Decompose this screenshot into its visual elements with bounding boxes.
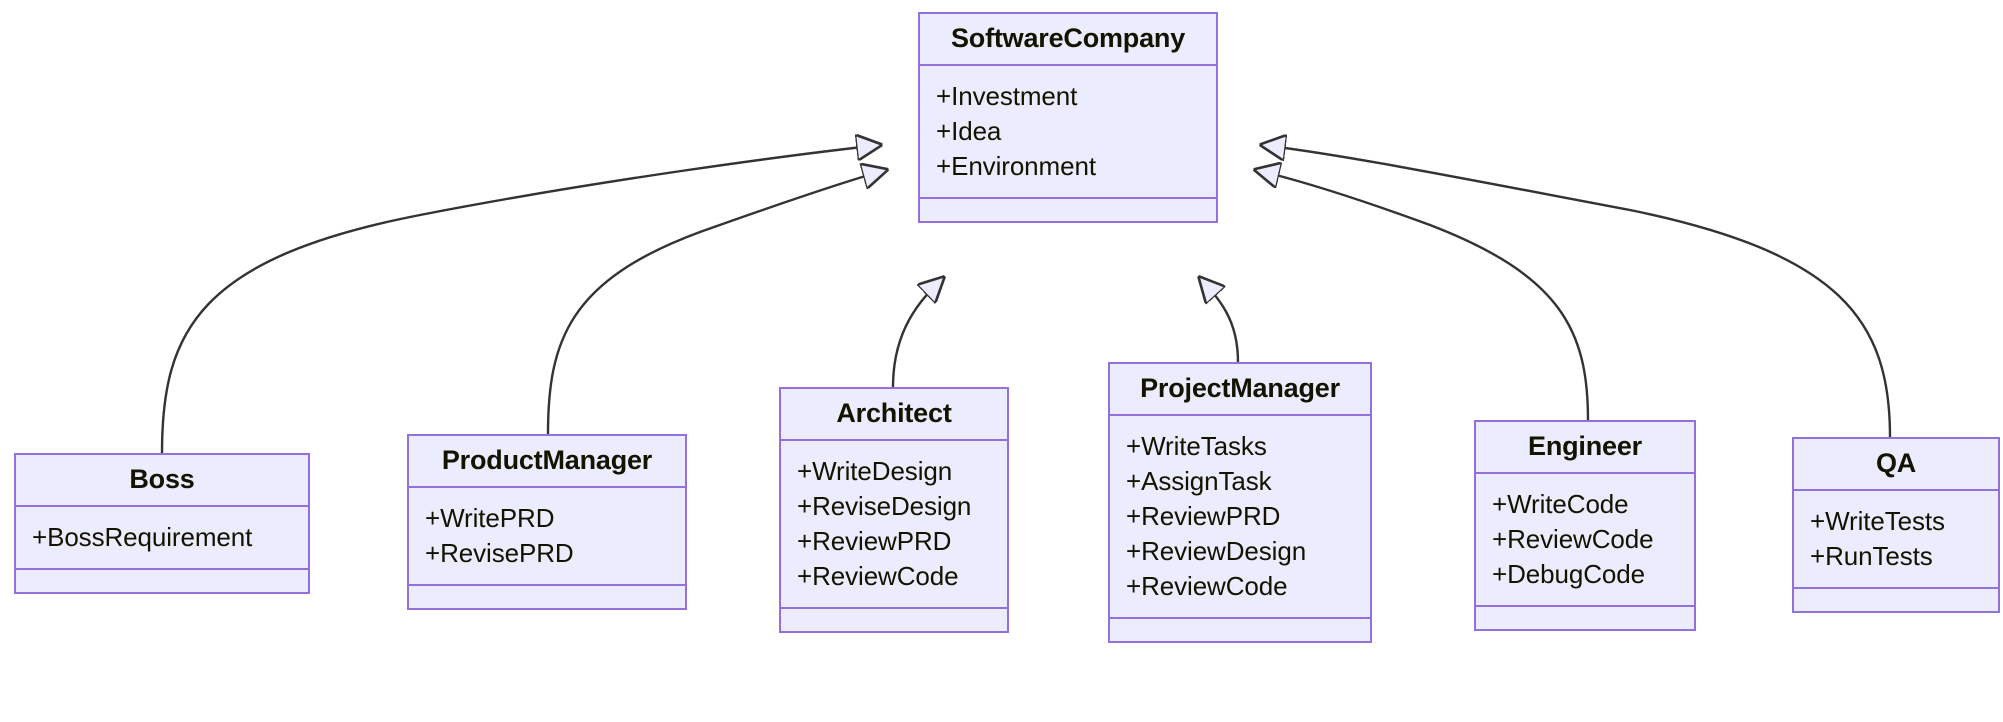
edge-qa-to-softwarecompany: [1262, 145, 1892, 438]
class-methods-product-manager: [409, 586, 685, 608]
class-title-project-manager: ProjectManager: [1110, 364, 1370, 416]
edge-boss-to-softwarecompany: [160, 145, 880, 454]
edge-engineer-to-softwarecompany: [1256, 170, 1590, 421]
attribute-row: +ReviewPRD: [797, 526, 952, 556]
attribute-row: +RevisePRD: [425, 538, 574, 568]
class-methods-boss: [16, 570, 308, 592]
attribute-row: +ReviewCode: [1492, 524, 1654, 554]
attribute-row: +WriteTests: [1810, 506, 1945, 536]
class-title-architect: Architect: [781, 389, 1007, 441]
class-node-project-manager[interactable]: ProjectManager +WriteTasks +AssignTask +…: [1108, 362, 1372, 643]
edge-projectmanager-to-softwarecompany: [1200, 278, 1240, 363]
class-methods-engineer: [1476, 607, 1694, 629]
class-methods-software-company: [920, 199, 1216, 221]
class-node-boss[interactable]: Boss +BossRequirement: [14, 453, 310, 594]
class-methods-architect: [781, 609, 1007, 631]
class-node-engineer[interactable]: Engineer +WriteCode +ReviewCode +DebugCo…: [1474, 420, 1696, 631]
class-methods-project-manager: [1110, 619, 1370, 641]
class-methods-qa: [1794, 589, 1998, 611]
class-title-qa: QA: [1794, 439, 1998, 491]
class-title-engineer: Engineer: [1476, 422, 1694, 474]
class-attributes-project-manager: +WriteTasks +AssignTask +ReviewPRD +Revi…: [1110, 416, 1370, 619]
class-title-product-manager: ProductManager: [409, 436, 685, 488]
class-node-architect[interactable]: Architect +WriteDesign +ReviseDesign +Re…: [779, 387, 1009, 633]
attribute-row: +WriteDesign: [797, 456, 953, 486]
attribute-row: +ReviewDesign: [1126, 536, 1307, 566]
class-attributes-boss: +BossRequirement: [16, 507, 308, 570]
class-attributes-engineer: +WriteCode +ReviewCode +DebugCode: [1476, 474, 1694, 607]
attribute-row: +ReviewCode: [1126, 571, 1288, 601]
attribute-row: +ReviewPRD: [1126, 501, 1281, 531]
attribute-row: +WriteTasks: [1126, 431, 1267, 461]
attribute-row: +BossRequirement: [32, 522, 253, 552]
class-attributes-architect: +WriteDesign +ReviseDesign +ReviewPRD +R…: [781, 441, 1007, 609]
class-title-software-company: SoftwareCompany: [920, 14, 1216, 66]
class-node-qa[interactable]: QA +WriteTests +RunTests: [1792, 437, 2000, 613]
attribute-row: +DebugCode: [1492, 559, 1645, 589]
class-node-product-manager[interactable]: ProductManager +WritePRD +RevisePRD: [407, 434, 687, 610]
edge-architect-to-softwarecompany: [891, 278, 943, 388]
attribute-row: +Idea: [936, 116, 1002, 146]
attribute-row: +WritePRD: [425, 503, 555, 533]
attribute-row: +Environment: [936, 151, 1096, 181]
attribute-row: +AssignTask: [1126, 466, 1272, 496]
class-title-boss: Boss: [16, 455, 308, 507]
class-node-software-company[interactable]: SoftwareCompany +Investment +Idea +Envir…: [918, 12, 1218, 223]
attribute-row: +Investment: [936, 81, 1078, 111]
attribute-row: +ReviseDesign: [797, 491, 972, 521]
attribute-row: +ReviewCode: [797, 561, 959, 591]
class-attributes-software-company: +Investment +Idea +Environment: [920, 66, 1216, 199]
class-attributes-product-manager: +WritePRD +RevisePRD: [409, 488, 685, 586]
attribute-row: +WriteCode: [1492, 489, 1629, 519]
attribute-row: +RunTests: [1810, 541, 1933, 571]
class-attributes-qa: +WriteTests +RunTests: [1794, 491, 1998, 589]
edge-productmanager-to-softwarecompany: [546, 170, 886, 435]
